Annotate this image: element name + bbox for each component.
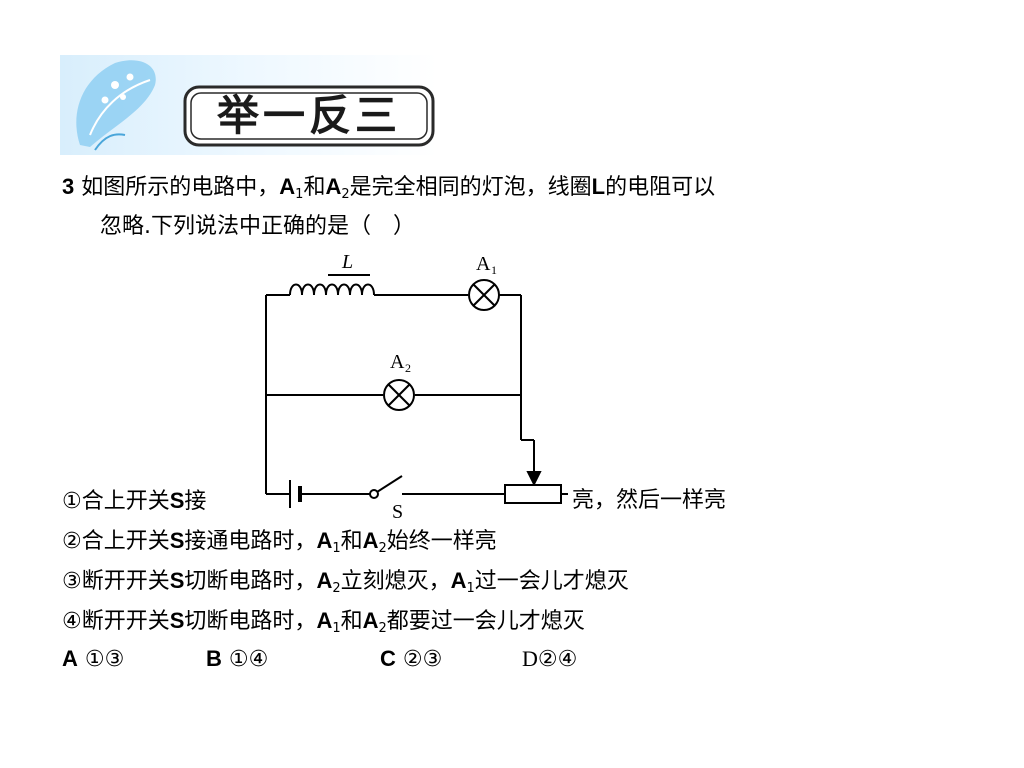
statement-text: 切断电路时，	[184, 569, 317, 594]
question-text: 的电阻可以	[605, 175, 716, 200]
rheostat	[504, 484, 562, 504]
option-text: ②③	[402, 647, 443, 672]
switch-ref: S	[169, 528, 185, 553]
sub-1: 1	[295, 187, 304, 202]
coil-label: L	[591, 174, 606, 199]
statement-text: 都要过一会儿才熄灭	[386, 609, 585, 634]
option-letter: A	[62, 646, 78, 671]
switch-ref: S	[169, 488, 185, 513]
statement-text: 过一会儿才熄灭	[474, 569, 629, 594]
lamp-a2-label: A	[316, 568, 333, 593]
statement-text: ③断开开关	[62, 569, 170, 594]
statement-1: ①合上开关S接	[62, 486, 206, 517]
option-d[interactable]: D②④	[522, 644, 577, 674]
option-letter: B	[206, 646, 222, 671]
statement-text: ④断开开关	[62, 609, 170, 634]
sub-1: 1	[332, 541, 341, 556]
inductor-coil	[289, 283, 375, 296]
lamp-a2-label: A	[362, 608, 379, 633]
lamp-a1-label: A	[316, 528, 333, 553]
lamp-a2-label: A	[325, 174, 342, 199]
a2-label: A	[390, 351, 405, 373]
a1-sub: 1	[491, 263, 497, 277]
a2-sub: 2	[405, 361, 411, 375]
switch-ref: S	[169, 568, 185, 593]
lamp-a1-label: A	[279, 174, 296, 199]
sub-2: 2	[378, 621, 387, 636]
lamp-a1-label: A	[450, 568, 467, 593]
statement-1-end: 亮，然后一样亮	[572, 488, 727, 513]
circuit-diagram: L A 1 A 2 S	[265, 251, 568, 523]
statement-text: ①合上开关	[62, 489, 170, 514]
question-text: 是完全相同的灯泡，线圈	[349, 175, 592, 200]
statement-text: ②合上开关	[62, 529, 170, 554]
a1-label: A	[476, 253, 491, 275]
option-a[interactable]: A ①③	[62, 644, 124, 675]
statement-text: 接	[184, 489, 207, 514]
rheostat-arrow	[526, 471, 542, 487]
lesson-banner: 举一反三	[60, 55, 438, 155]
option-c[interactable]: C ②③	[380, 644, 442, 675]
and-text: 和	[303, 175, 326, 200]
question-line-2: 忽略.下列说法中正确的是（ ）	[100, 214, 415, 239]
switch-blade	[376, 475, 403, 493]
sub-1: 1	[332, 621, 341, 636]
statement-text: 立刻熄灭，	[340, 569, 451, 594]
coil-L-label: L	[341, 251, 353, 273]
option-letter: D	[522, 646, 538, 671]
switch-S-label: S	[392, 501, 403, 523]
question-text: 如图所示的电路中，	[81, 175, 280, 200]
statement-3: ③断开开关S切断电路时，A2立刻熄灭，A1过一会儿才熄灭	[62, 566, 629, 597]
statement-text: 接通电路时，	[184, 529, 317, 554]
statement-4: ④断开开关S切断电路时，A1和A2都要过一会儿才熄灭	[62, 606, 585, 637]
and-text: 和	[340, 609, 363, 634]
sub-1: 1	[466, 581, 475, 596]
statement-2: ②合上开关S接通电路时，A1和A2始终一样亮	[62, 526, 497, 557]
sub-2: 2	[332, 581, 341, 596]
option-b[interactable]: B ①④	[206, 644, 268, 675]
switch-ref: S	[169, 608, 185, 633]
banner-title: 举一反三	[216, 91, 401, 140]
option-text: ①④	[228, 647, 269, 672]
lamp-a1-label: A	[316, 608, 333, 633]
and-text: 和	[340, 529, 363, 554]
sub-2: 2	[341, 187, 350, 202]
statement-text: 始终一样亮	[386, 529, 497, 554]
question-line-1: 3 如图所示的电路中，A1和A2是完全相同的灯泡，线圈L的电阻可以	[62, 172, 715, 203]
switch-contact	[369, 489, 379, 499]
lotus-flower-icon	[76, 60, 156, 151]
option-text: ②④	[537, 646, 578, 671]
option-text: ①③	[84, 647, 125, 672]
statement-text: 切断电路时，	[184, 609, 317, 634]
option-letter: C	[380, 646, 396, 671]
sub-2: 2	[378, 541, 387, 556]
question-number: 3	[62, 174, 75, 199]
lamp-a2-label: A	[362, 528, 379, 553]
